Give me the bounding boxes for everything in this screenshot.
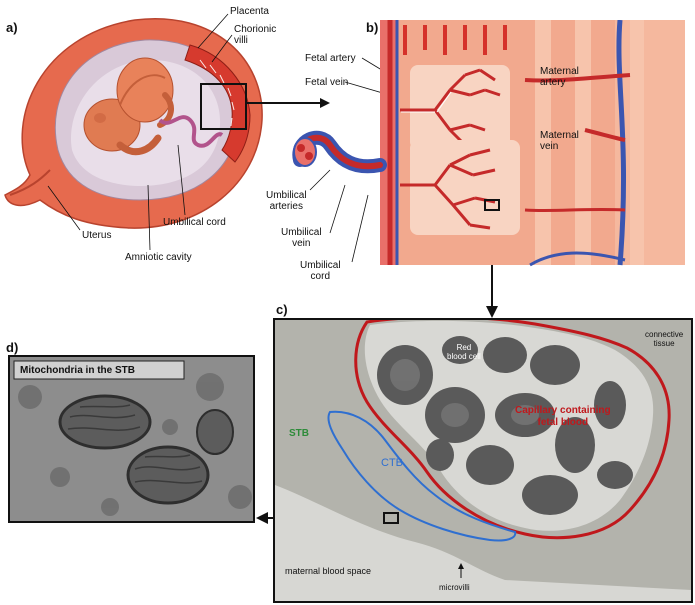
villous-tree-lower bbox=[400, 140, 520, 235]
label-umbilical-vein: Umbilical vein bbox=[281, 227, 322, 249]
label-amniotic-cavity: Amniotic cavity bbox=[125, 252, 192, 263]
label-maternal-vein: Maternal vein bbox=[540, 130, 579, 152]
electron-micrograph-d: Mitochondria in the STB bbox=[8, 355, 255, 523]
micrograph-d-drawing bbox=[10, 357, 253, 521]
label-red-blood-cell: Red blood cell bbox=[447, 343, 481, 361]
label-chorionic-villi: Chorionic villi bbox=[234, 24, 276, 46]
label-uterus: Uterus bbox=[82, 230, 111, 241]
panel-d-title: Mitochondria in the STB bbox=[20, 365, 135, 376]
label-fetal-artery: Fetal artery bbox=[305, 53, 356, 64]
label-umbilical-cord-a: Umbilical cord bbox=[163, 217, 226, 228]
electron-micrograph-c: connective tissue Red blood cell Capilla… bbox=[273, 318, 693, 603]
label-maternal-artery: Maternal artery bbox=[540, 66, 579, 88]
label-placenta: Placenta bbox=[230, 6, 269, 17]
panel-d-letter: d) bbox=[6, 340, 18, 355]
label-fetal-vein: Fetal vein bbox=[305, 77, 348, 88]
label-ctb: CTB bbox=[381, 458, 403, 469]
label-capillary: Capillary containing fetal blood bbox=[515, 405, 611, 429]
micrograph-c-drawing bbox=[275, 320, 691, 601]
label-umbilical-cord-b: Umbilical cord bbox=[300, 260, 341, 282]
umbilical-cord-b bbox=[294, 138, 380, 167]
label-connective-tissue: connective tissue bbox=[645, 330, 683, 348]
label-microvilli: microvilli bbox=[439, 582, 470, 593]
panel-c-letter: c) bbox=[276, 302, 288, 317]
label-umbilical-arteries: Umbilical arteries bbox=[266, 190, 307, 212]
villous-tree-upper bbox=[400, 65, 510, 150]
label-stb: STB bbox=[289, 428, 309, 439]
label-maternal-blood-space: maternal blood space bbox=[285, 566, 371, 577]
